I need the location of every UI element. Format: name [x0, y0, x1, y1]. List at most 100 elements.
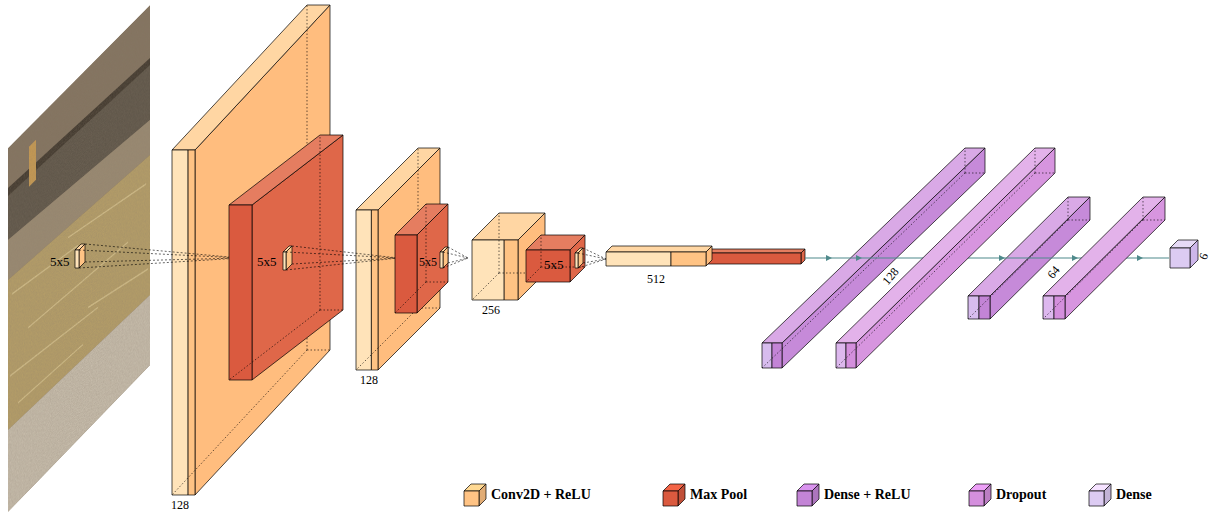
- legend-entry: Dropout: [967, 482, 1046, 508]
- prism-side: [1065, 197, 1165, 319]
- hidden-edge: [1143, 197, 1144, 220]
- label-holder: 5x5: [50, 255, 70, 269]
- layer-prism: [1170, 240, 1198, 268]
- photo-content: [8, 5, 150, 512]
- kernel-projection: [79, 244, 240, 268]
- layer-prism: [440, 247, 448, 268]
- legend-swatch: [795, 482, 821, 508]
- conv-layer: 1285x5: [356, 148, 440, 388]
- prism-front: [606, 252, 671, 266]
- hidden-edge: [1068, 197, 1069, 220]
- prism-front: [836, 343, 846, 368]
- projection-line: [286, 258, 398, 270]
- hidden-edge: [426, 204, 427, 282]
- layer-prism: [283, 246, 292, 270]
- arrowhead: [826, 255, 832, 261]
- prism-top: [472, 213, 545, 240]
- prism-top: [395, 204, 448, 235]
- projection-line: [79, 258, 240, 268]
- hidden-edge: [307, 350, 330, 351]
- hidden-edge: [526, 267, 541, 282]
- hidden-edge: [229, 310, 320, 380]
- kernel-top: [75, 244, 85, 250]
- hidden-edge: [426, 282, 448, 283]
- channel-count: 256: [482, 304, 500, 317]
- hidden-edges: [836, 148, 1055, 368]
- layer-prism: [395, 204, 448, 313]
- hidden-edge: [1143, 220, 1165, 221]
- kernel-size: 5x5: [544, 258, 564, 272]
- prism-front: [1170, 248, 1190, 268]
- maxpool-flat-layer: [705, 249, 805, 264]
- projection-line: [578, 259, 606, 268]
- legend-text: Dense: [1116, 487, 1152, 502]
- projection-line: [85, 258, 240, 262]
- kernel-projection: [443, 247, 468, 268]
- prism-top: [172, 5, 330, 150]
- pool-top: [705, 249, 805, 253]
- arrowhead: [856, 255, 862, 261]
- swatch-front: [464, 491, 479, 506]
- dropout-layer: 128: [836, 148, 1055, 368]
- arrowhead: [999, 255, 1005, 261]
- projection-line: [448, 247, 468, 258]
- dense-output-layer: 6: [1170, 240, 1213, 268]
- hidden-edge: [395, 282, 426, 313]
- prism-front: [395, 235, 417, 313]
- legend-swatch: [967, 482, 993, 508]
- layer-shape: [606, 246, 712, 266]
- prism-front-band: [846, 343, 856, 368]
- prism-side: [856, 148, 1055, 368]
- swatch-top: [969, 484, 991, 491]
- prism-front: [356, 210, 371, 370]
- channel-count: 512: [647, 273, 665, 286]
- prism-top: [575, 248, 583, 253]
- maxpool-layer: 5x5: [395, 204, 448, 313]
- unit-count: 6: [1197, 251, 1211, 261]
- prism-front-band: [1054, 296, 1065, 319]
- prism-top: [526, 235, 585, 250]
- projection-line: [578, 253, 606, 259]
- layer-prism: [356, 148, 440, 370]
- prism-top: [229, 135, 343, 205]
- kernel-projection: [286, 246, 398, 270]
- photo-dirt: [8, 5, 150, 512]
- projection-line: [79, 250, 240, 258]
- legend-text: Dropout: [996, 487, 1046, 502]
- hidden-edges: [395, 204, 448, 313]
- maxpool-layer: 5x5: [229, 135, 343, 380]
- prism-top: [283, 246, 292, 252]
- prism-top: [606, 246, 712, 252]
- projection-line: [292, 258, 398, 264]
- projection-line: [583, 259, 606, 263]
- prism-front: [526, 250, 570, 282]
- kernel-front: [75, 250, 79, 268]
- kernel-size: 5x5: [257, 255, 277, 269]
- prism-front-band: [188, 150, 195, 495]
- projection-line: [443, 252, 468, 258]
- projection-line: [583, 248, 606, 259]
- swatch-top: [663, 484, 685, 491]
- prism-top: [836, 148, 1055, 343]
- dense-front-band: [772, 343, 782, 368]
- conv-layer: 1285x5: [172, 5, 330, 513]
- legend-text: Max Pool: [690, 487, 747, 502]
- swatch-front: [969, 491, 984, 506]
- hidden-edge: [1068, 220, 1090, 221]
- hidden-edge: [499, 213, 500, 273]
- dense-front: [762, 343, 772, 368]
- hidden-edges: [1043, 197, 1165, 319]
- prism-front: [440, 252, 443, 268]
- prism-front: [283, 252, 286, 270]
- conv-layer: 512: [606, 246, 712, 287]
- swatch-front: [1089, 491, 1104, 506]
- legend-swatch: [462, 482, 488, 508]
- layer-prism: [836, 148, 1055, 368]
- prism-front: [229, 205, 252, 380]
- hidden-edges: [356, 148, 440, 370]
- swatch-front: [663, 491, 678, 506]
- kernel-projection: [578, 248, 606, 268]
- prism-top: [1170, 240, 1198, 248]
- layer-shape: [836, 148, 1055, 368]
- kernel-size: 5x5: [50, 255, 70, 269]
